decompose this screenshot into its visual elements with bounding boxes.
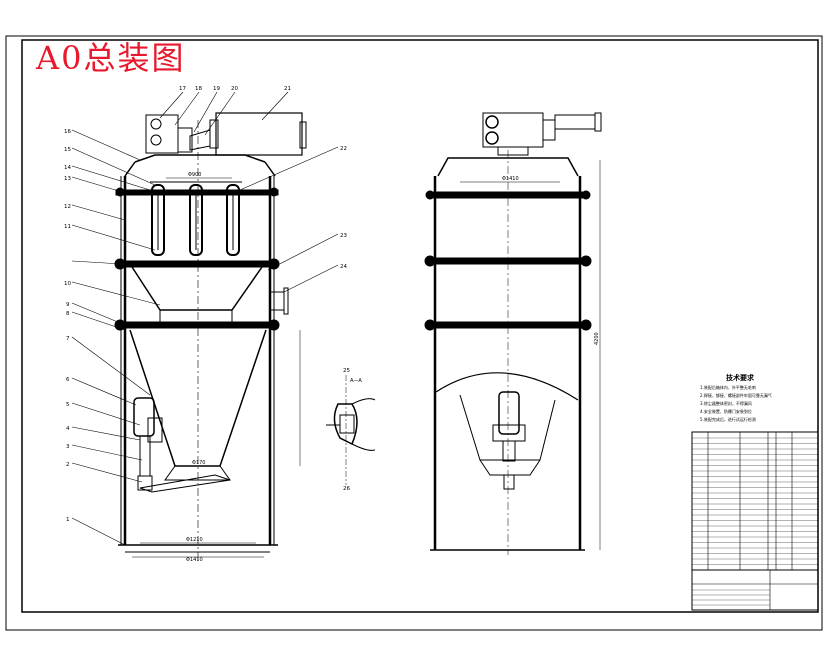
tech-requirement-4: 4.安全装置、防爆门安装到位 xyxy=(700,408,752,414)
tech-requirement-1: 1.装配后箱体内、外平整无毛刺 xyxy=(700,384,756,390)
tech-requirements-title: 技术要求 xyxy=(726,373,755,382)
leader-lines xyxy=(71,91,339,546)
dim-middle-width: Φ1210 xyxy=(186,537,203,543)
tech-requirements: 技术要求 1.装配后箱体内、外平整无毛刺 2.焊接、铆接、螺接部件牢固可靠无漏气… xyxy=(700,373,772,422)
part-label-25: 25 xyxy=(343,368,350,374)
tech-requirement-2: 2.焊接、铆接、螺接部件牢固可靠无漏气 xyxy=(700,392,772,398)
inner-frame xyxy=(21,39,819,613)
dimension-lines xyxy=(132,160,601,558)
part-label-11: 11 xyxy=(64,224,71,230)
part-label-1: 1 xyxy=(66,517,70,523)
part-label-6: 6 xyxy=(66,377,70,383)
parts-list-table xyxy=(691,431,819,611)
part-label-8: 8 xyxy=(66,311,70,317)
dim-overall-height: 4200 xyxy=(594,332,600,345)
part-label-15: 15 xyxy=(64,147,71,153)
part-label-7: 7 xyxy=(66,336,70,342)
outer-frame xyxy=(5,35,823,631)
part-label-12: 12 xyxy=(64,204,71,210)
part-label-16: 16 xyxy=(64,129,71,135)
part-label-2: 2 xyxy=(66,462,70,468)
dimension-texts: Φ900 Φ170 Φ1210 Φ1410 Φ1410 4200 xyxy=(186,172,600,563)
part-label-19: 19 xyxy=(213,86,220,92)
part-label-26: 26 xyxy=(343,486,350,492)
part-label-24: 24 xyxy=(340,264,347,270)
dim-bottom-width: Φ1410 xyxy=(186,557,203,563)
dim-cone-outlet: Φ170 xyxy=(192,460,205,466)
dim-side-width: Φ1410 xyxy=(502,176,519,182)
part-label-17: 17 xyxy=(179,86,186,92)
dim-top-width: Φ900 xyxy=(188,172,201,178)
part-label-21: 21 xyxy=(284,86,291,92)
tech-requirement-5: 5.装配完成后，进行试运行检测 xyxy=(700,416,756,422)
parts-list-rows xyxy=(692,437,818,606)
front-view xyxy=(114,112,307,560)
part-label-4: 4 xyxy=(66,426,70,432)
drawing-title: A0总装图 xyxy=(36,39,186,77)
section-label: A—A xyxy=(350,378,362,384)
tech-requirement-3: 3.除尘器整体密封，不得漏风 xyxy=(700,400,752,406)
part-label-3: 3 xyxy=(66,444,70,450)
part-label-9: 9 xyxy=(66,302,70,308)
section-a-a-view xyxy=(326,375,376,485)
part-label-18: 18 xyxy=(195,86,202,92)
part-number-labels: 1 2 3 4 5 6 7 8 9 10 11 12 13 14 15 16 1… xyxy=(64,86,350,523)
side-view xyxy=(424,112,602,555)
part-label-13: 13 xyxy=(64,176,71,182)
part-label-20: 20 xyxy=(231,86,238,92)
part-label-5: 5 xyxy=(66,402,70,408)
part-label-23: 23 xyxy=(340,233,347,239)
part-label-22: 22 xyxy=(340,146,347,152)
part-label-10: 10 xyxy=(64,281,71,287)
part-label-14: 14 xyxy=(64,165,71,171)
